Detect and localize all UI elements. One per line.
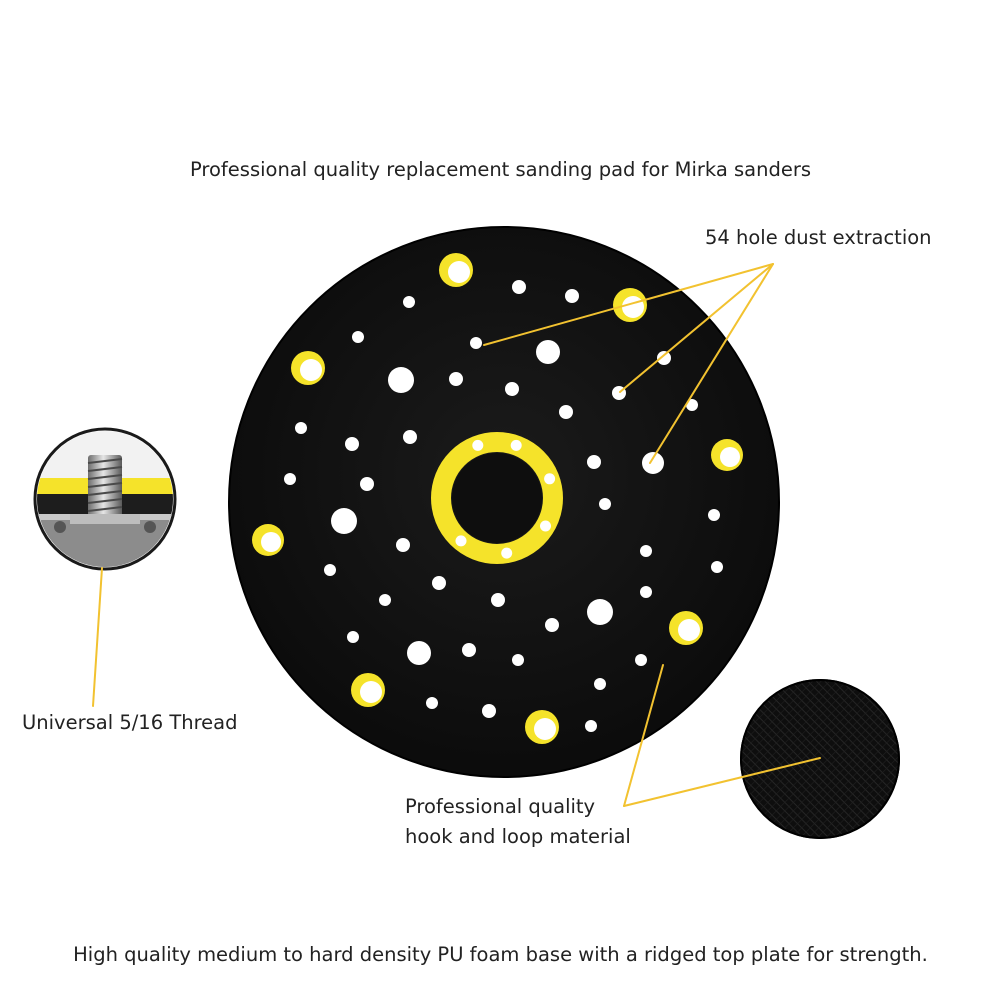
dust-hole (449, 372, 463, 386)
thread-stud-inset (33, 427, 177, 571)
dust-hole (331, 508, 357, 534)
ring-hole (472, 439, 484, 451)
dust-hole (594, 678, 606, 690)
dust-hole-large-opening (622, 296, 644, 318)
dust-hole (512, 654, 524, 666)
dust-hole (657, 351, 671, 365)
dust-hole (462, 643, 476, 657)
center-ring-holes (455, 439, 556, 559)
hook-loop-label: Professional quality hook and loop mater… (405, 792, 705, 852)
dust-hole-large-opening (261, 532, 281, 552)
dust-hole (505, 382, 519, 396)
dust-hole-large-opening (534, 718, 556, 740)
dust-hole (407, 641, 431, 665)
dust-hole-large-opening (678, 619, 700, 641)
center-foam-ring (431, 432, 563, 564)
dust-hole (545, 618, 559, 632)
dust-hole (379, 594, 391, 606)
dust-hole (708, 509, 720, 521)
dust-hole (360, 477, 374, 491)
dust-hole (585, 720, 597, 732)
dust-hole (512, 280, 526, 294)
ring-hole (544, 473, 556, 485)
dust-extraction-holes (252, 253, 743, 744)
ring-hole (510, 439, 522, 451)
dust-hole (345, 437, 359, 451)
dust-hole (536, 340, 560, 364)
dust-hole (635, 654, 647, 666)
dust-hole (565, 289, 579, 303)
dust-hole (686, 399, 698, 411)
dust-hole (388, 367, 414, 393)
dust-hole-large-opening (448, 261, 470, 283)
dust-hole (347, 631, 359, 643)
dust-hole-large-opening (360, 681, 382, 703)
dust-hole (432, 576, 446, 590)
footer-description: High quality medium to hard density PU f… (73, 943, 928, 966)
dust-hole-large-opening (300, 359, 322, 381)
dust-hole-large-opening (720, 447, 740, 467)
dust-hole (559, 405, 573, 419)
leader-lines (92, 263, 821, 807)
dust-hole (599, 498, 611, 510)
dust-hole (324, 564, 336, 576)
dust-hole (403, 430, 417, 444)
headline: Professional quality replacement sanding… (189, 158, 812, 181)
dust-hole (284, 473, 296, 485)
dust-hole (640, 586, 652, 598)
ring-hole (540, 520, 551, 532)
ring-hole (455, 535, 467, 547)
hook-loop-label-line2: hook and loop material (405, 825, 631, 848)
dust-hole (640, 545, 652, 557)
center-bore (452, 453, 542, 543)
dust-hole (352, 331, 364, 343)
dust-hole (587, 455, 601, 469)
ring-hole (501, 547, 513, 559)
dust-hole (491, 593, 505, 607)
dust-hole (295, 422, 307, 434)
hook-loop-label-line1: Professional quality (405, 795, 596, 818)
dust-hole (642, 452, 664, 474)
dust-hole (587, 599, 613, 625)
sanding-pad-image (228, 226, 780, 778)
thread-label: Universal 5/16 Thread (22, 711, 238, 734)
dust-hole (482, 704, 496, 718)
dust-extraction-label: 54 hole dust extraction (705, 226, 932, 249)
dust-hole (426, 697, 438, 709)
dust-hole (711, 561, 723, 573)
dust-hole (470, 337, 482, 349)
dust-hole (403, 296, 415, 308)
dust-hole (396, 538, 410, 552)
